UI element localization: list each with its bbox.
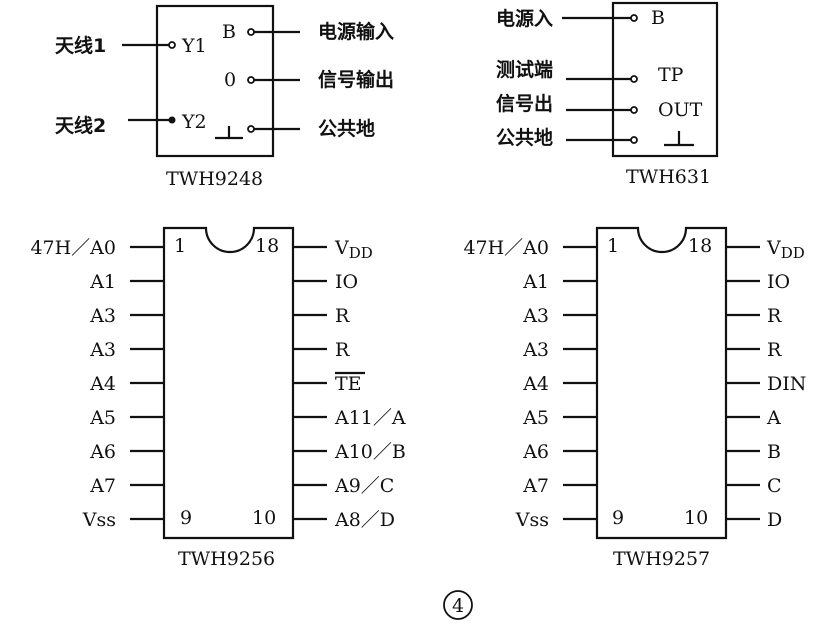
twh9256-left-pin-label: 47H／A0 <box>30 237 116 259</box>
twh9257-left-pin-label: A3 <box>522 339 549 361</box>
twh9257-pin1: 1 <box>607 235 619 257</box>
twh9256-pin18: 18 <box>255 235 279 257</box>
twh9257-left-pin-label: A6 <box>522 441 549 463</box>
twh9256-chip: 1 18 9 10 TWH9256 47H／A0A1A3A3A4A5A6A7Vs… <box>30 226 406 570</box>
twh9256-left-pin-label: A5 <box>89 407 116 429</box>
twh9257-pin9: 9 <box>612 507 624 529</box>
twh9257-right-pin-label: A <box>766 407 781 429</box>
twh9257-right-pin-label: R <box>767 339 782 361</box>
twh9248-ant2-label: 天线2 <box>55 114 106 137</box>
twh631-signal-label: 信号出 <box>496 92 553 115</box>
figure-number: 4 <box>443 590 473 620</box>
twh9248-0-terminal <box>247 76 255 84</box>
twh9257-right-pin-label: C <box>767 475 782 497</box>
twh9256-right-pins: VDD IO RR TE A11／A A10／B A9／C A8／D <box>293 237 406 531</box>
twh631-ground-label: 公共地 <box>496 126 553 149</box>
twh9248-power-label: 电源输入 <box>318 20 394 43</box>
twh9257-right-pin-label: R <box>767 305 782 327</box>
twh9256-right-pin-label: A11／A <box>334 407 406 429</box>
twh9257-left-pin-label: A4 <box>522 373 549 395</box>
twh9257-left-pin-label: 47H／A0 <box>463 237 549 259</box>
twh9248-y2-terminal <box>168 116 176 124</box>
twh9248-y1-label: Y1 <box>181 35 207 57</box>
twh9256-left-pin-label: A3 <box>89 305 116 327</box>
twh9256-pin10: 10 <box>252 507 276 529</box>
twh631-b-terminal <box>630 14 638 22</box>
twh9257-left-pin-label: A1 <box>522 271 549 293</box>
twh9256-right-pin-label: A10／B <box>334 441 406 463</box>
twh9248-0-label: 0 <box>224 69 236 91</box>
twh9257-name: TWH9257 <box>613 548 710 570</box>
twh9256-right-pin-label: VDD <box>334 237 373 262</box>
twh9248-name: TWH9248 <box>166 168 263 190</box>
twh631-ground-terminal <box>630 136 638 144</box>
twh9257-left-pin-label: Vss <box>515 509 549 531</box>
twh9248-ground-label: 公共地 <box>318 117 375 140</box>
twh9257-left-pin-label: A5 <box>522 407 549 429</box>
twh9248-module: 天线1 Y1 天线2 Y2 B 电源输入 0 信号输出 公共地 TWH9248 <box>55 4 394 190</box>
twh631-test-label: 测试端 <box>496 58 553 81</box>
twh9257-left-pin-label: A7 <box>522 475 549 497</box>
twh9256-pin1: 1 <box>174 235 186 257</box>
twh9257-right-pin-label: B <box>767 441 781 463</box>
twh9256-right-pin-label: A9／C <box>334 475 394 497</box>
twh631-name: TWH631 <box>626 166 711 188</box>
twh9248-y2-label: Y2 <box>181 111 207 133</box>
twh9257-right-pin-label: IO <box>767 271 790 293</box>
twh631-power-label: 电源入 <box>496 7 553 30</box>
twh9248-b-label: B <box>222 21 236 43</box>
twh9256-left-pin-label: Vss <box>82 509 116 531</box>
twh9256-left-pin-label: A3 <box>89 339 116 361</box>
twh9248-ground-terminal <box>247 125 255 133</box>
twh9256-right-pin-label: TE <box>335 373 362 395</box>
twh9256-left-pin-label: A1 <box>89 271 116 293</box>
twh9256-right-pin-label: IO <box>335 271 358 293</box>
twh9257-right-pin-label: D <box>767 509 782 531</box>
twh631-out-terminal <box>630 106 638 114</box>
twh9256-right-pin-label: R <box>335 339 350 361</box>
twh9257-pin10: 10 <box>684 507 708 529</box>
twh9256-left-pin-label: A4 <box>89 373 116 395</box>
twh9248-ant1-label: 天线1 <box>55 34 106 57</box>
twh9257-right-pin-label: VDD <box>766 237 805 262</box>
twh631-tp-label: TP <box>658 64 684 86</box>
twh9248-b-terminal <box>247 28 255 36</box>
twh9248-signal-label: 信号输出 <box>318 68 394 91</box>
twh9256-left-pin-label: A6 <box>89 441 116 463</box>
twh9257-right-pin-label: DIN <box>767 373 806 395</box>
twh9256-left-pin-label: A7 <box>89 475 116 497</box>
figure-number-circle <box>443 590 473 620</box>
twh631-module: 电源入 B 测试端 TP 信号出 OUT 公共地 TWH631 <box>496 1 719 188</box>
twh9256-name: TWH9256 <box>178 548 275 570</box>
twh9256-pin9: 9 <box>180 507 192 529</box>
twh9256-right-pin-label: R <box>335 305 350 327</box>
twh9256-body <box>162 226 295 540</box>
twh9257-left-pin-label: A3 <box>522 305 549 327</box>
twh631-tp-terminal <box>630 75 638 83</box>
twh9257-chip: 1 18 9 10 TWH9257 47H／A0A1A3A3A4A5A6A7Vs… <box>463 226 806 570</box>
twh9248-y1-terminal <box>168 41 176 49</box>
twh631-out-label: OUT <box>658 99 703 121</box>
figure-number-text: 4 <box>452 595 464 617</box>
twh9257-pin18: 18 <box>688 235 712 257</box>
twh9257-body <box>595 226 728 540</box>
twh9256-right-pin-label: A8／D <box>334 509 395 531</box>
twh631-b-label: B <box>651 7 665 29</box>
